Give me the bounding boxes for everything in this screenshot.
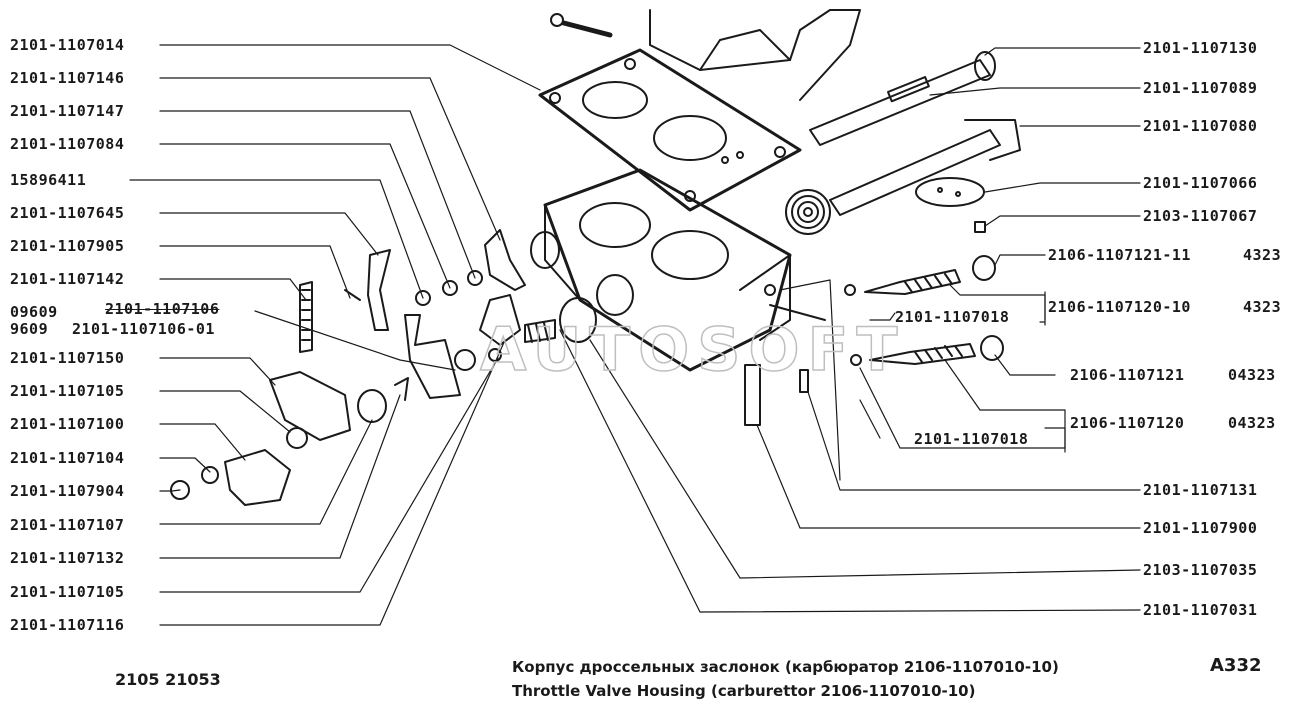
right-part-label: 2101-1107031 [1143, 601, 1258, 619]
carburettor-upper-body [550, 9, 861, 101]
left-part-label: 2101-1107132 [10, 549, 125, 567]
inner-label-1: 2101-1107018 [895, 308, 1010, 326]
label-2101-1107106: 2101-1107106 [105, 300, 220, 318]
right-part-label: 2101-1107131 [1143, 481, 1258, 499]
left-part-label: 2101-1107150 [10, 349, 125, 367]
left-part-label: 2101-1107014 [10, 36, 125, 54]
footer-models: 2105 21053 [115, 670, 221, 689]
right-part-label: 2106-1107121-11 [1048, 246, 1191, 264]
mixture-screw-upper [864, 255, 996, 295]
right-part-label: 2101-1107066 [1143, 174, 1258, 192]
return-spring [785, 189, 831, 235]
right-part-label: 2106-1107120 [1070, 414, 1185, 432]
footer-title-ru: Корпус дроссельных заслонок (карбюратор … [512, 658, 1059, 676]
throttle-plate [915, 177, 985, 207]
left-part-label: 2101-1107105 [10, 382, 125, 400]
right-part-label: 2101-1107900 [1143, 519, 1258, 537]
left-part-label: 2101-1107084 [10, 135, 125, 153]
footer-title-en: Throttle Valve Housing (carburettor 2106… [512, 682, 976, 700]
left-part-label: 2101-1107147 [10, 102, 125, 120]
left-part-label: 2101-1107116 [10, 616, 125, 634]
lever-assembly [170, 229, 597, 506]
right-part-label: 2103-1107035 [1143, 561, 1258, 579]
code-04323-b: 04323 [1228, 414, 1276, 432]
right-part-label: 2101-1107130 [1143, 39, 1258, 57]
leader-lines [129, 44, 1141, 626]
watermark: AUTOSOFT [480, 315, 905, 385]
mixture-screw-lower [869, 335, 1004, 365]
left-part-label: 09609 [10, 303, 58, 321]
left-part-label: 2101-1107105 [10, 583, 125, 601]
left-part-label: 2101-1107904 [10, 482, 125, 500]
left-part-label: 2101-1107100 [10, 415, 125, 433]
label-2101-1107106-01: 2101-1107106-01 [72, 320, 215, 338]
mounting-screw [744, 364, 761, 426]
right-part-label: 2106-1107121 [1070, 366, 1185, 384]
right-part-label: 2101-1107089 [1143, 79, 1258, 97]
right-part-label: 2101-1107080 [1143, 117, 1258, 135]
left-part-label: 2101-1107104 [10, 449, 125, 467]
left-part-label: 9609 [10, 320, 49, 338]
throttle-body [530, 168, 826, 372]
left-part-label: 2101-1107107 [10, 516, 125, 534]
sheet-number: A332 [1210, 655, 1262, 676]
bracket-lines [1044, 291, 1066, 453]
code-04323-a: 04323 [1228, 366, 1276, 384]
inner-label-2: 2101-1107018 [914, 430, 1029, 448]
left-part-label: 2101-1107142 [10, 270, 125, 288]
left-part-label: 2101-1107645 [10, 204, 125, 222]
right-part-label: 2106-1107120-10 [1048, 298, 1191, 316]
left-part-label: 15896411 [10, 171, 87, 189]
right-part-label: 2103-1107067 [1143, 207, 1258, 225]
left-part-label: 2101-1107146 [10, 69, 125, 87]
throttle-shaft-secondary [785, 119, 1021, 235]
code-4323-a: 4323 [1243, 246, 1282, 264]
throttle-shaft-primary [809, 51, 996, 146]
plate-screw [974, 221, 986, 233]
code-4323-b: 4323 [1243, 298, 1282, 316]
left-part-label: 2101-1107905 [10, 237, 125, 255]
